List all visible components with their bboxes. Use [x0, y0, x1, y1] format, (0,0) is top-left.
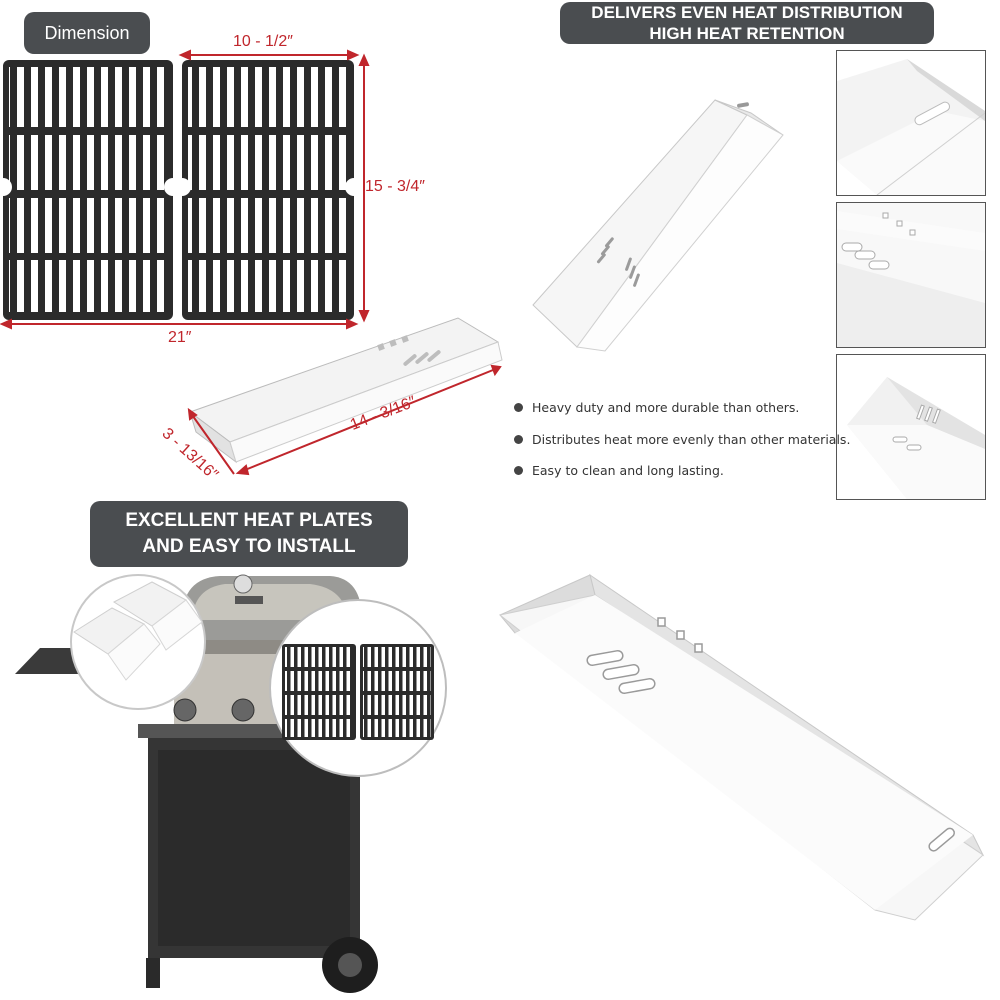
dimension-arrows: [0, 49, 370, 330]
install-banner: EXCELLENT HEAT PLATES AND EASY TO INSTAL…: [90, 501, 408, 567]
heat-plate-large-image: [498, 573, 985, 921]
heat-plate-dimension-image: [187, 317, 503, 476]
grate-width-label: 10 - 1/2″: [233, 33, 293, 50]
left-grate: [0, 60, 182, 320]
total-width-label: 21″: [168, 329, 192, 346]
thumbnail-plate-end: [836, 50, 986, 196]
install-banner-line1: EXCELLENT HEAT PLATES: [125, 510, 373, 531]
heat-banner-line1: DELIVERS EVEN HEAT DISTRIBUTION: [591, 3, 903, 22]
install-banner-line2: AND EASY TO INSTALL: [142, 536, 356, 557]
feature-item: Distributes heat more evenly than other …: [512, 430, 850, 462]
thumbnail-plate-bottom: [836, 354, 986, 500]
grate-zoom-circle: [269, 599, 447, 777]
grate-height-label: 15 - 3/4″: [365, 178, 425, 195]
right-grate: [173, 60, 360, 320]
heat-plate-angled-image: [532, 99, 784, 352]
feature-item: Heavy duty and more durable than others.: [512, 398, 850, 430]
heat-plate-zoom-circle: [70, 574, 206, 710]
feature-item: Easy to clean and long lasting.: [512, 461, 850, 493]
heat-banner-line2: HIGH HEAT RETENTION: [649, 24, 845, 43]
thumbnail-plate-holes: [836, 202, 986, 348]
feature-list: Heavy duty and more durable than others.…: [512, 398, 850, 493]
dimension-label: Dimension: [44, 23, 130, 43]
heat-distribution-banner: DELIVERS EVEN HEAT DISTRIBUTION HIGH HEA…: [560, 2, 934, 44]
dimension-label-badge: Dimension: [24, 12, 150, 54]
cast-iron-grates-image: [0, 60, 360, 320]
